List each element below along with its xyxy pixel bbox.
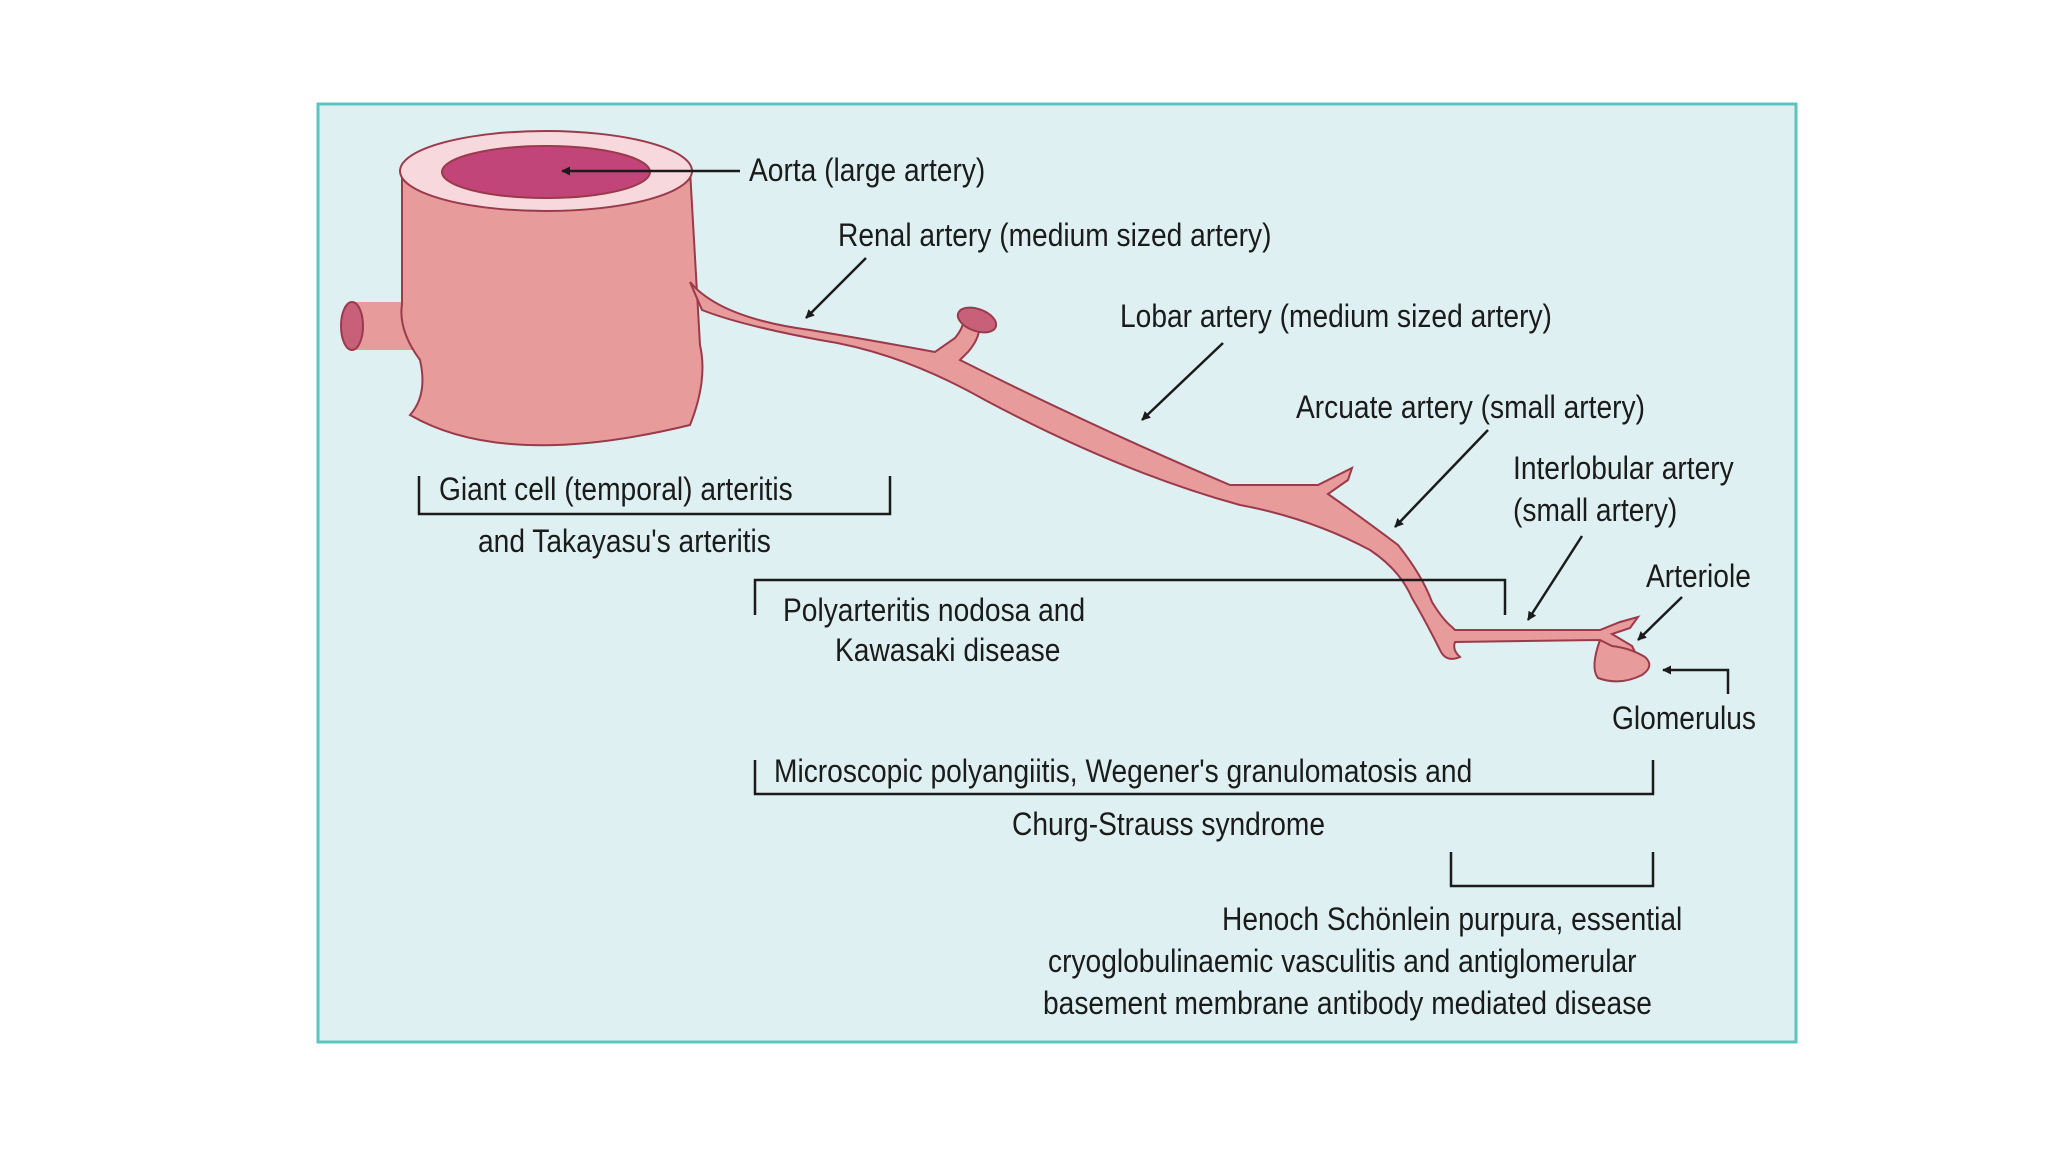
- bracket-hsp: [1449, 852, 1655, 888]
- disease-hsp-line3: basement membrane antibody mediated dise…: [1043, 985, 1652, 1021]
- disease-pan-line2: Kawasaki disease: [835, 632, 1061, 668]
- label-arcuate-artery: Arcuate artery (small artery): [1296, 389, 1645, 425]
- bracket-giant-cell: [417, 476, 892, 516]
- disease-giant-cell-line1: Giant cell (temporal) arteritis: [439, 471, 793, 507]
- label-interlobular-artery: Interlobular artery: [1513, 450, 1734, 486]
- label-arteriole: Arteriole: [1646, 558, 1751, 594]
- bracket-mpa: [753, 760, 1655, 796]
- arteriole-pointer-arrow: [1637, 596, 1683, 641]
- bracket-pan: [753, 578, 1507, 615]
- arcuate-pointer-arrow: [1394, 429, 1489, 528]
- lobar-pointer-arrow: [1141, 342, 1224, 421]
- label-lobar-artery: Lobar artery (medium sized artery): [1120, 298, 1552, 334]
- disease-giant-cell-line2: and Takayasu's arteritis: [478, 523, 771, 559]
- label-renal-artery: Renal artery (medium sized artery): [838, 217, 1272, 253]
- disease-mpa-line2: Churg-Strauss syndrome: [1012, 806, 1326, 842]
- glomerulus-pointer-arrow: [1662, 665, 1730, 694]
- renal-pointer-arrow: [805, 257, 867, 319]
- aorta-cylinder: [400, 169, 704, 447]
- glomerulus-shape: [1593, 638, 1651, 683]
- disease-hsp-line1: Henoch Schönlein purpura, essential: [1222, 901, 1683, 937]
- disease-pan-line1: Polyarteritis nodosa and: [783, 592, 1086, 628]
- interlobular-pointer-arrow: [1526, 535, 1584, 621]
- label-aorta: Aorta (large artery): [749, 152, 986, 188]
- label-glomerulus: Glomerulus: [1612, 700, 1756, 736]
- disease-mpa-line1: Microscopic polyangiitis, Wegener's gran…: [774, 753, 1473, 789]
- disease-hsp-line2: cryoglobulinaemic vasculitis and antiglo…: [1048, 943, 1637, 979]
- label-interlobular-size: (small artery): [1513, 492, 1678, 528]
- renal-branch-cap: [956, 306, 998, 334]
